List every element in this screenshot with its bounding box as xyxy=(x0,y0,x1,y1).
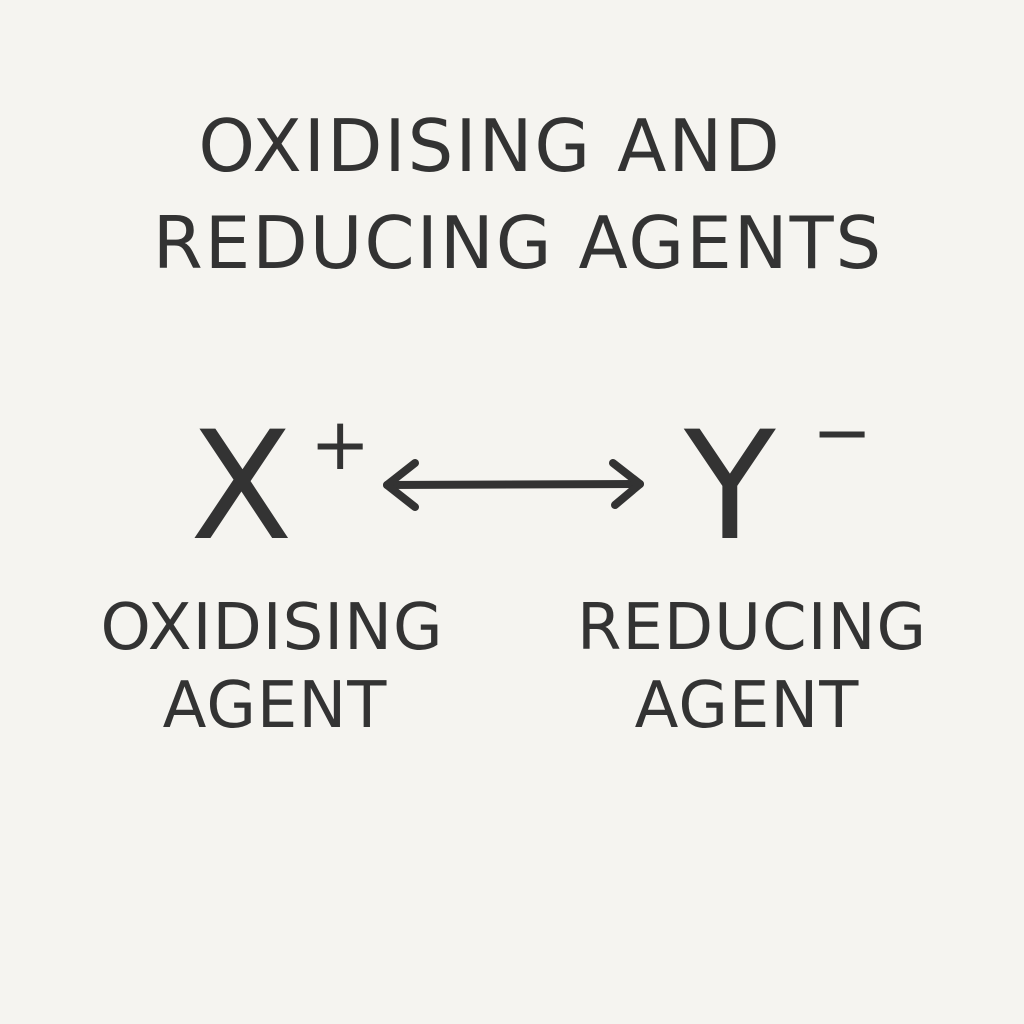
reducing-ion-charge: − xyxy=(812,390,873,474)
reducing-agent-label-line-1: REDUCING xyxy=(576,591,928,665)
title-line-2: REDUCING AGENTS xyxy=(152,201,884,285)
reducing-agent-label-line-2: AGENT xyxy=(634,669,860,743)
oxidising-ion-symbol: X xyxy=(190,400,293,574)
oxidising-agent-label-line-1: OXIDISING xyxy=(100,591,444,665)
title-line-1: OXIDISING AND xyxy=(198,104,782,188)
reducing-ion-symbol: Y xyxy=(684,400,776,574)
oxidising-ion-charge: + xyxy=(310,402,371,486)
double-headed-arrow-icon xyxy=(383,459,644,511)
oxidising-agent-label-line-2: AGENT xyxy=(162,669,388,743)
